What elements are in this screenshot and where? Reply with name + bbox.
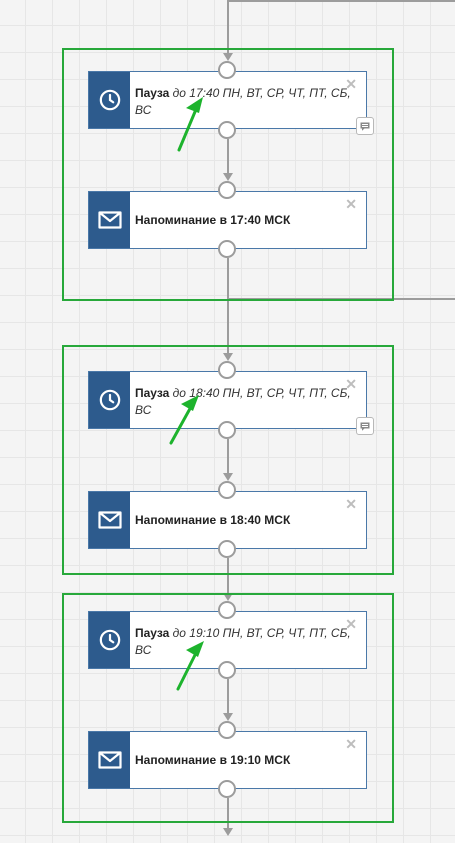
pause-schedule: до 18:40 ПН, ВТ, СР, ЧТ, ПТ, СБ, ВС xyxy=(135,386,351,417)
comment-button[interactable] xyxy=(356,117,374,135)
input-port[interactable] xyxy=(218,721,236,739)
connector-line xyxy=(227,679,229,714)
clock-icon xyxy=(99,89,120,111)
close-icon[interactable]: ✕ xyxy=(345,616,357,632)
output-port[interactable] xyxy=(218,661,236,679)
reminder-label: Напоминание в 19:10 МСК xyxy=(135,753,291,767)
reminder-label: Напоминание в 18:40 МСК xyxy=(135,513,291,527)
connector-line xyxy=(227,798,229,831)
group-frame[interactable] xyxy=(62,345,394,575)
close-icon[interactable]: ✕ xyxy=(345,496,357,512)
connector-arrowhead xyxy=(223,828,233,836)
reminder-node-text: Напоминание в 18:40 МСК xyxy=(135,512,351,529)
input-port[interactable] xyxy=(218,181,236,199)
output-port[interactable] xyxy=(218,540,236,558)
envelope-icon-box xyxy=(89,732,130,788)
input-port[interactable] xyxy=(218,481,236,499)
reminder-node[interactable]: Напоминание в 18:40 МСК ✕ xyxy=(88,491,367,549)
pause-schedule: до 17:40 ПН, ВТ, СР, ЧТ, ПТ, СБ, ВС xyxy=(135,86,351,117)
close-icon[interactable]: ✕ xyxy=(345,76,357,92)
connector-line xyxy=(227,439,229,474)
close-icon[interactable]: ✕ xyxy=(345,736,357,752)
pause-schedule: до 19:10 ПН, ВТ, СР, ЧТ, ПТ, СБ, ВС xyxy=(135,626,351,657)
clock-icon-box xyxy=(89,372,130,428)
connector-line xyxy=(227,558,229,594)
close-icon[interactable]: ✕ xyxy=(345,196,357,212)
reminder-label: Напоминание в 17:40 МСК xyxy=(135,213,291,227)
clock-icon xyxy=(99,389,120,411)
reminder-node-text: Напоминание в 19:10 МСК xyxy=(135,752,351,769)
connector-line xyxy=(227,0,455,2)
connector-arrowhead xyxy=(223,353,233,361)
input-port[interactable] xyxy=(218,61,236,79)
group-frame[interactable] xyxy=(62,48,394,301)
pause-node[interactable]: Пауза до 18:40 ПН, ВТ, СР, ЧТ, ПТ, СБ, В… xyxy=(88,371,367,429)
pause-label: Пауза xyxy=(135,86,170,100)
pause-node[interactable]: Пауза до 19:10 ПН, ВТ, СР, ЧТ, ПТ, СБ, В… xyxy=(88,611,367,669)
clock-icon-box xyxy=(89,612,130,668)
reminder-node[interactable]: Напоминание в 17:40 МСК ✕ xyxy=(88,191,367,249)
envelope-icon xyxy=(97,211,122,229)
envelope-icon-box xyxy=(89,192,130,248)
connector-line xyxy=(227,139,229,174)
input-port[interactable] xyxy=(218,361,236,379)
comment-icon xyxy=(360,122,370,131)
pause-node-text: Пауза до 17:40 ПН, ВТ, СР, ЧТ, ПТ, СБ, В… xyxy=(135,85,351,119)
connector-arrowhead xyxy=(223,53,233,61)
output-port[interactable] xyxy=(218,780,236,798)
envelope-icon-box xyxy=(89,492,130,548)
connector-line xyxy=(227,2,229,55)
connector-line xyxy=(227,300,229,353)
connector-arrowhead xyxy=(223,713,233,721)
envelope-icon xyxy=(97,751,122,769)
pause-label: Пауза xyxy=(135,386,170,400)
comment-icon xyxy=(360,422,370,431)
pause-node-text: Пауза до 18:40 ПН, ВТ, СР, ЧТ, ПТ, СБ, В… xyxy=(135,385,351,419)
connector-line xyxy=(227,258,229,304)
output-port[interactable] xyxy=(218,421,236,439)
reminder-node[interactable]: Напоминание в 19:10 МСК ✕ xyxy=(88,731,367,789)
comment-button[interactable] xyxy=(356,417,374,435)
connector-arrowhead xyxy=(223,593,233,601)
reminder-node-text: Напоминание в 17:40 МСК xyxy=(135,212,351,229)
output-port[interactable] xyxy=(218,240,236,258)
clock-icon-box xyxy=(89,72,130,128)
output-port[interactable] xyxy=(218,121,236,139)
connector-arrowhead xyxy=(223,173,233,181)
connector-arrowhead xyxy=(223,473,233,481)
envelope-icon xyxy=(97,511,122,529)
clock-icon xyxy=(99,629,120,651)
pause-node-text: Пауза до 19:10 ПН, ВТ, СР, ЧТ, ПТ, СБ, В… xyxy=(135,625,351,659)
pause-label: Пауза xyxy=(135,626,170,640)
input-port[interactable] xyxy=(218,601,236,619)
group-frame[interactable] xyxy=(62,593,394,823)
close-icon[interactable]: ✕ xyxy=(345,376,357,392)
